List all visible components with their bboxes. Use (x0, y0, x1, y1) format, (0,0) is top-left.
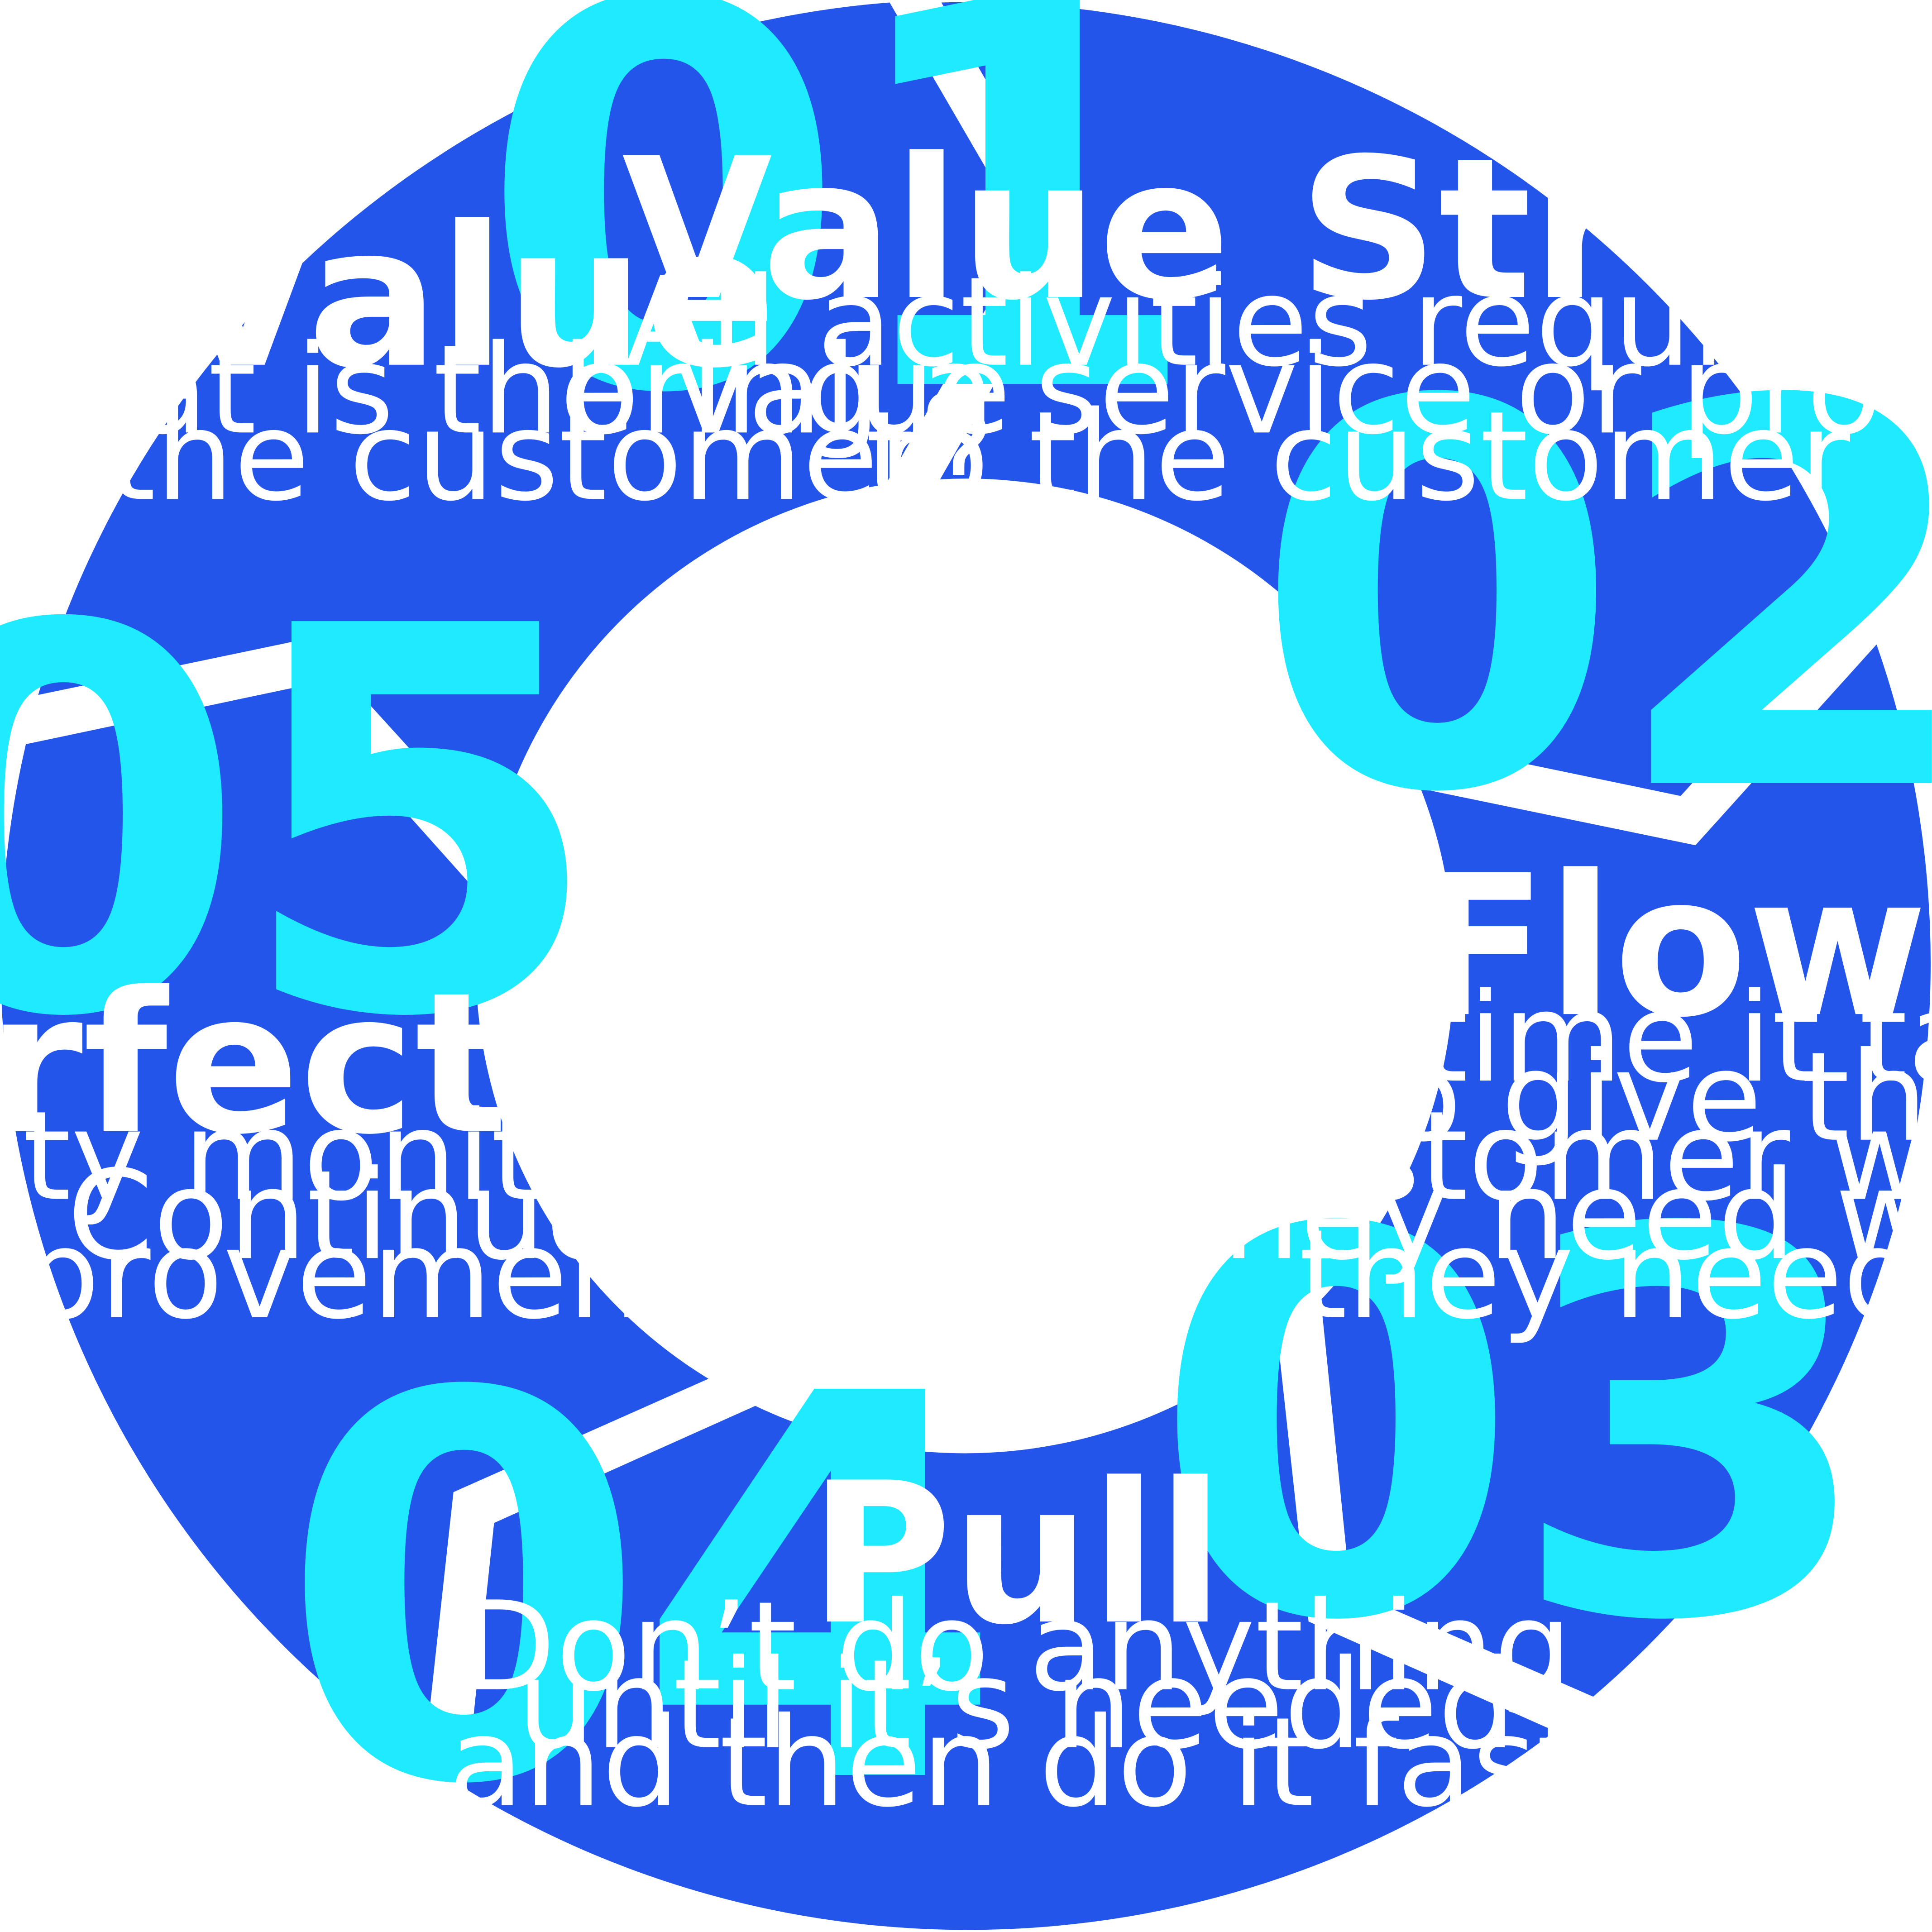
step-desc-flow-line-2: to give the (1338, 1026, 1932, 1169)
step-desc-value-line-1: What is the value (0, 318, 1011, 462)
step-title-value: Value (167, 185, 776, 411)
step-desc-perfection-line-1: Quality monitoring (0, 1085, 856, 1228)
step-desc-flow-line-4: they need when (1174, 1144, 1932, 1287)
segment-02-value-stream (940, 2, 1858, 796)
step-number-01: 01 (479, 0, 1191, 509)
step-desc-flow-line-5: they need it (1299, 1203, 1932, 1347)
step-desc-flow-line-1: The time it takes (1150, 966, 1932, 1110)
step-desc-value-stream-line-2: bring a service or product (561, 318, 1932, 462)
step-title-value-stream: Value Stream (622, 117, 1932, 343)
step-title-flow: Flow (1414, 834, 1927, 1060)
step-number-04: 04 (279, 1284, 992, 1900)
step-title-perfection: Perfection (0, 951, 847, 1177)
step-desc-flow-line-3: customer what (1210, 1085, 1932, 1228)
segment-03-flow (1320, 644, 1931, 1697)
step-number-05: 05 (0, 516, 592, 1133)
step-number-02: 02 (1253, 292, 1932, 909)
step-desc-pull-line-1: Don’t do anything (461, 1575, 1572, 1719)
segment-05-perfection (0, 687, 709, 1762)
step-number-03: 03 (1152, 1120, 1864, 1736)
step-desc-pull-line-3: and then do it fast (449, 1691, 1585, 1835)
step-desc-pull-line-2: until it’s needed (517, 1633, 1516, 1777)
step-desc-perfection-line-2: and Continuous (0, 1144, 763, 1287)
step-desc-value-stream-line-1: All activities required to (625, 251, 1932, 394)
step-desc-perfection-line-3: Improvement (0, 1203, 694, 1347)
segment-01-value (38, 2, 1027, 842)
step-desc-value-stream-line-3: to the customer (866, 385, 1851, 528)
segment-04-pull (465, 1339, 1555, 1930)
step-title-pull: Pull (809, 1441, 1224, 1668)
step-desc-value-line-2: of the customer? (0, 385, 995, 528)
